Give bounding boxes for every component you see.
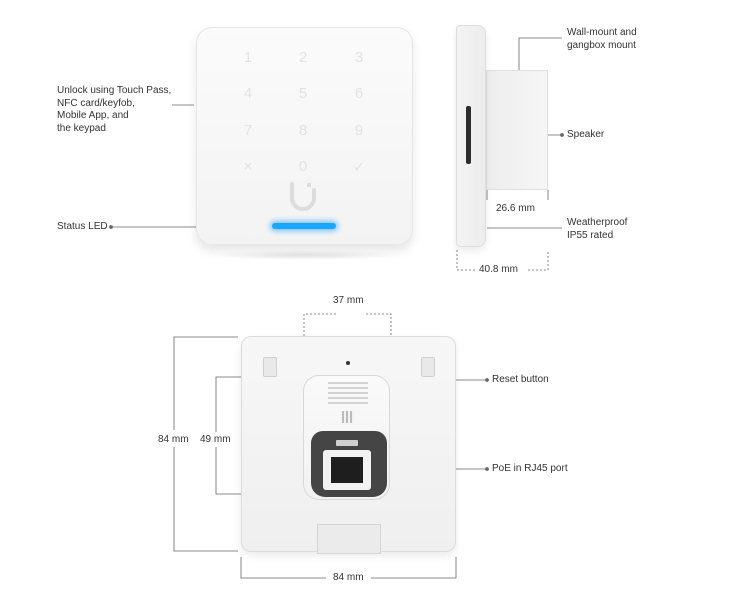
- key-9: 9: [354, 122, 364, 139]
- key-1: 1: [243, 49, 253, 66]
- callout-unlock: Unlock using Touch Pass, NFC card/keyfob…: [57, 85, 171, 135]
- key-2: 2: [298, 49, 308, 66]
- dim-depth-total: 40.8 mm: [479, 264, 518, 275]
- bottom-tab: [317, 524, 381, 554]
- callout-weatherproof-line: IP55 rated: [567, 229, 614, 241]
- reset-button-hole: [346, 361, 350, 365]
- callout-status-led: Status LED: [57, 221, 108, 232]
- key-3: 3: [354, 49, 364, 66]
- callout-wall-mount: Wall-mount and gangbox mount: [567, 27, 637, 52]
- port-label: [336, 440, 358, 446]
- dim-plate-width: 84 mm: [333, 572, 364, 583]
- callout-unlock-line: Unlock using Touch Pass,: [57, 85, 172, 96]
- key-cancel: ×: [243, 158, 253, 175]
- key-7: 7: [243, 122, 253, 139]
- callout-wall-mount-line: gangbox mount: [567, 39, 636, 51]
- dim-box-width: 37 mm: [333, 295, 364, 306]
- key-6: 6: [354, 85, 364, 102]
- callout-unlock-line: Mobile App, and: [57, 110, 129, 121]
- mount-slot-left: [263, 357, 277, 377]
- key-8: 8: [298, 122, 308, 139]
- side-plate: [456, 25, 486, 247]
- mount-slot-right: [421, 357, 435, 377]
- key-0: 0: [298, 158, 308, 175]
- key-confirm: ✓: [352, 159, 366, 176]
- rj45-opening: [331, 457, 363, 483]
- front-shadow: [210, 250, 400, 260]
- callout-weatherproof: Weatherproof IP55 rated: [567, 217, 627, 242]
- callout-weatherproof-line: Weatherproof: [567, 217, 628, 228]
- dim-box-height: 49 mm: [200, 434, 231, 445]
- side-mount-box: [486, 70, 548, 190]
- qr-code: [342, 411, 354, 423]
- callout-reset-button: Reset button: [492, 374, 549, 385]
- speaker-grille: [466, 106, 471, 164]
- callout-unlock-line: NFC card/keyfob,: [57, 97, 135, 109]
- key-5: 5: [298, 85, 308, 102]
- key-4: 4: [243, 85, 253, 102]
- dim-depth-box: 26.6 mm: [496, 203, 535, 214]
- callout-speaker: Speaker: [567, 129, 605, 140]
- unifi-logo-icon: [290, 182, 316, 211]
- callout-unlock-line: the keypad: [57, 122, 106, 134]
- dim-plate-height: 84 mm: [158, 434, 189, 445]
- callout-wall-mount-line: Wall-mount and: [567, 27, 637, 38]
- status-led: [272, 223, 336, 229]
- compliance-label: [328, 382, 368, 407]
- callout-poe-port: PoE in RJ45 port: [492, 463, 568, 474]
